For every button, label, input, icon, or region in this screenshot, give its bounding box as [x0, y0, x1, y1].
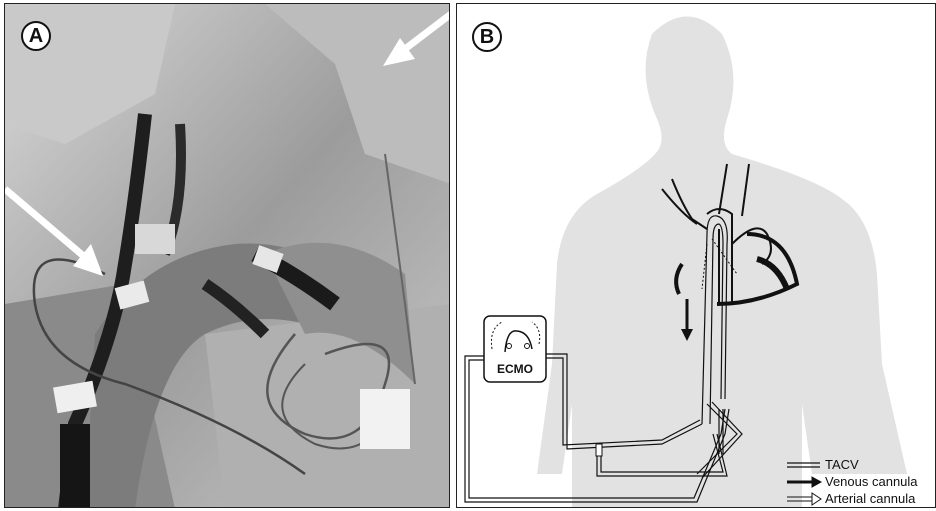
- legend-label-arterial: Arterial cannula: [825, 491, 915, 506]
- ecmo-label: ECMO: [497, 362, 533, 376]
- panel-a-photo: A: [4, 3, 450, 508]
- panel-b-diagram: B ECMO TACV Venous cannula Arterial cann…: [456, 3, 936, 508]
- body-silhouette: [537, 17, 907, 509]
- legend-item-arterial: Arterial cannula: [825, 490, 918, 507]
- panel-a-label: A: [21, 21, 51, 51]
- cannulation-schematic: [457, 4, 936, 508]
- legend-item-venous: Venous cannula: [825, 473, 918, 490]
- surgical-photo: [5, 4, 450, 508]
- panel-b-label: B: [472, 22, 502, 52]
- legend-label-tacv: TACV: [825, 457, 859, 472]
- legend: TACV Venous cannula Arterial cannula: [825, 456, 918, 507]
- legend-item-tacv: TACV: [825, 456, 918, 473]
- legend-label-venous: Venous cannula: [825, 474, 918, 489]
